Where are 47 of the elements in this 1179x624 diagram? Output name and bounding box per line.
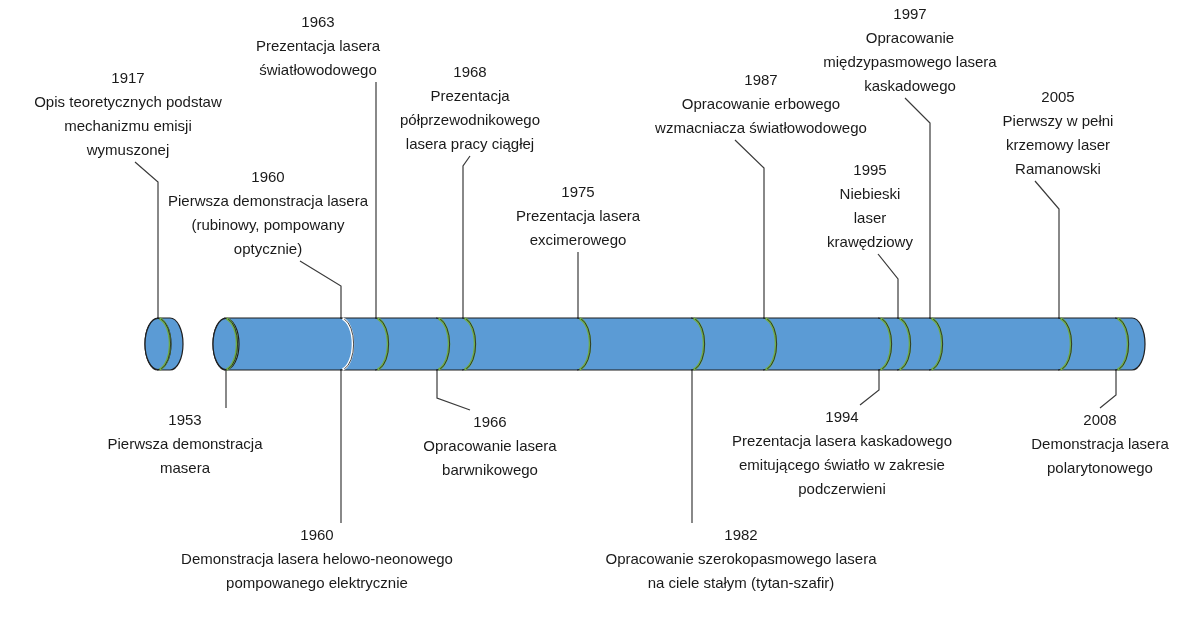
- leader-line: [134, 161, 159, 319]
- year-label: 1917: [111, 68, 145, 88]
- event-description: Opracowanie erbowego wzmacniacza światłowodowego: [654, 94, 868, 138]
- year-label: 1968: [453, 62, 487, 82]
- leader-line: [734, 139, 765, 319]
- event-description: Pierwsza demonstracja masera: [106, 434, 264, 478]
- cylinder-drawing: [145, 318, 183, 370]
- event-description: Opracowanie szerokopasmowego lasera na ciele stałym (tytan-szafir): [604, 549, 878, 593]
- year-label: 1987: [744, 70, 778, 90]
- event-description: Pierwsza demonstracja lasera (rubinowy, pompowany optycznie): [166, 191, 370, 259]
- leader-line: [577, 251, 579, 319]
- event-description: Prezentacja lasera kaskadowego emitującego światło w zakresie podczerwieni: [730, 431, 954, 499]
- year-label: 1953: [168, 410, 202, 430]
- event-description: Opracowanie międzypasmowego lasera kaskadowego: [822, 28, 998, 96]
- year-label: 2008: [1083, 410, 1117, 430]
- year-label: 1975: [561, 182, 595, 202]
- event-description: Pierwszy w pełni krzemowy laser Ramanowski: [1001, 111, 1115, 179]
- leader-line: [1099, 369, 1117, 409]
- leader-line: [375, 81, 377, 319]
- leader-line: [340, 369, 342, 524]
- leader-line: [877, 253, 899, 319]
- leader-line: [225, 369, 227, 409]
- leader-line: [436, 369, 471, 411]
- event-description: Demonstracja lasera polarytonowego: [1030, 434, 1170, 478]
- event-description: Niebieski laser krawędziowy: [827, 184, 913, 252]
- year-label: 1995: [853, 160, 887, 180]
- event-description: Prezentacja półprzewodnikowego lasera pracy ciągłej: [398, 86, 542, 154]
- year-label: 1982: [724, 525, 758, 545]
- year-label: 1966: [473, 412, 507, 432]
- cylinder-drawing: [213, 318, 1145, 370]
- event-description: Prezentacja lasera excimerowego: [514, 206, 642, 250]
- leader-line: [299, 260, 342, 319]
- event-description: Opracowanie lasera barwnikowego: [422, 436, 558, 480]
- year-label: 1960: [251, 167, 285, 187]
- year-label: 2005: [1041, 87, 1075, 107]
- leader-line: [1034, 180, 1060, 319]
- event-description: Opis teoretycznych podstaw mechanizmu emisji wymuszonej: [33, 92, 223, 160]
- year-label: 1960: [300, 525, 334, 545]
- year-label: 1997: [893, 4, 927, 24]
- year-label: 1994: [825, 407, 859, 427]
- leader-line: [904, 97, 931, 319]
- year-label: 1963: [301, 12, 335, 32]
- event-description: Demonstracja lasera helowo-neonowego pompowanego elektrycznie: [180, 549, 454, 593]
- leader-line: [691, 369, 693, 524]
- leader-line: [859, 369, 880, 406]
- leader-line: [462, 155, 471, 319]
- event-description: Prezentacja lasera światłowodowego: [254, 36, 382, 80]
